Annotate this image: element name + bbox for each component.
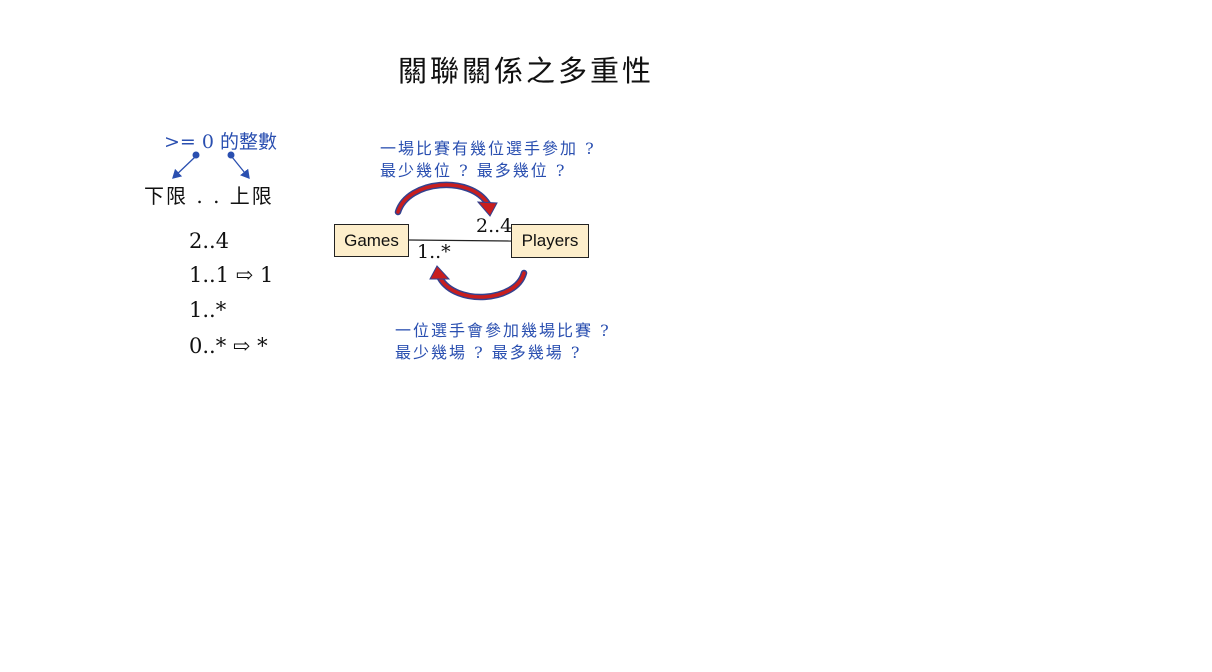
page-title: 關聯關係之多重性 [398, 54, 655, 88]
multiplicity-example: 0..* ⇨ * [189, 334, 268, 358]
bottom-curved-arrow [429, 265, 528, 301]
question-top-line2: 最少幾位 ? 最多幾位 ? [380, 161, 567, 180]
multiplicity-example: 1..1 ⇨ 1 [189, 263, 274, 287]
bounds-label: 下限 . . 上限 [144, 184, 274, 208]
lower-bound-dot [192, 151, 200, 159]
question-bottom-line1: 一位選手會參加幾場比賽 ? [395, 321, 611, 340]
players-multiplicity: 2..4 [476, 215, 513, 237]
question-bottom-line2: 最少幾場 ? 最多幾場 ? [395, 343, 582, 362]
question-top-line1: 一場比賽有幾位選手參加 ? [380, 139, 596, 158]
multiplicity-example: 1..* [189, 298, 227, 322]
games-class-box: Games [334, 224, 409, 257]
top-curved-arrow [394, 181, 498, 217]
association-line [408, 239, 512, 242]
games-class-label: Games [344, 230, 399, 250]
upper-bound-dot [227, 151, 235, 159]
players-class-label: Players [521, 231, 579, 250]
integer-label: >= 0 的整數 [164, 131, 278, 153]
games-multiplicity: 1..* [417, 241, 451, 263]
lower-bound-pointer-arrow [172, 156, 196, 179]
upper-bound-pointer-arrow [231, 156, 250, 180]
multiplicity-example: 2..4 [189, 229, 230, 253]
players-class-box: Players [511, 224, 589, 258]
